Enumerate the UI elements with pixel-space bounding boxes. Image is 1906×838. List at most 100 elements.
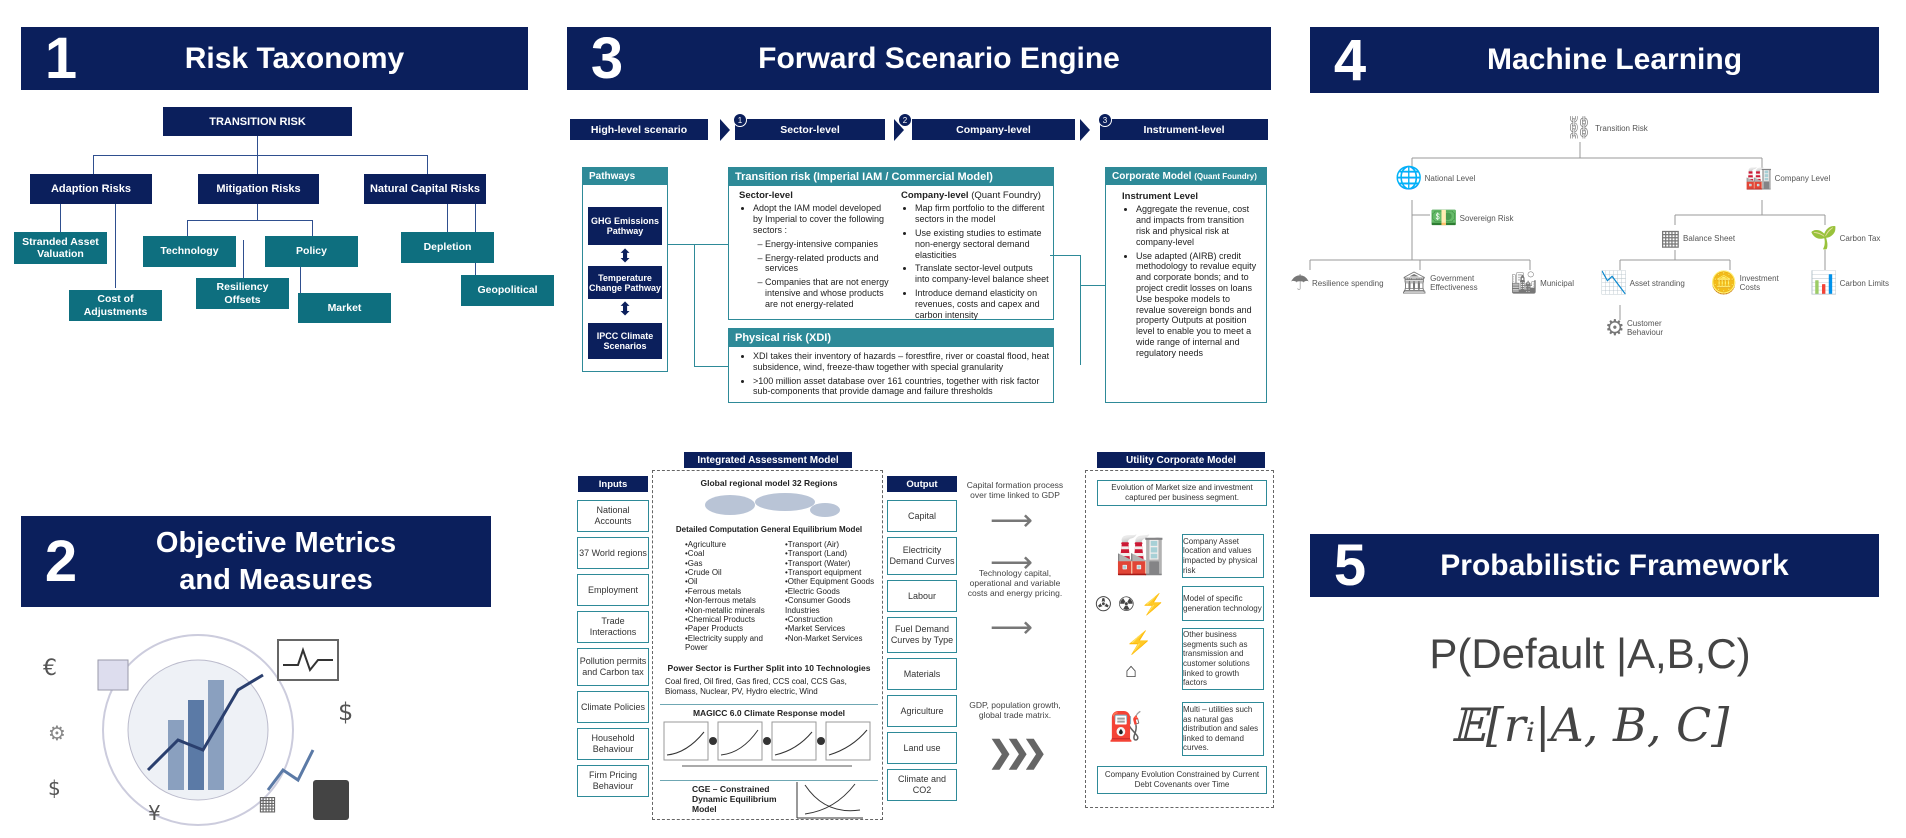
inputs-header: Inputs (578, 476, 648, 492)
panel2-title-line1: Objective Metrics (155, 527, 397, 560)
ml-node-balance: ▦ Balance Sheet (1660, 225, 1735, 251)
input-item: 37 World regions (577, 537, 649, 569)
panel1-header: 1 Risk Taxonomy (21, 26, 528, 91)
umbrella-icon: ☂ (1290, 270, 1310, 295)
company-level-sub: (Quant Foundry) (971, 190, 1041, 201)
tree-line (115, 203, 116, 288)
input-item: Climate Policies (577, 691, 649, 723)
magicc-title: MAGICC 6.0 Climate Response model (692, 708, 846, 718)
output-item: Climate and CO2 (887, 769, 957, 801)
global-model-title: Global regional model 32 Regions (700, 478, 838, 488)
connector-line (1050, 255, 1080, 256)
sector-item: •Chemical Products (685, 614, 755, 624)
double-arrow-icon: ⬍ (617, 299, 633, 319)
chart-down-icon: 📉 (1600, 270, 1628, 295)
sector-bullet: Adopt the IAM model developed by Imperia… (753, 203, 889, 235)
utility-title: Utility Corporate Model (1097, 452, 1265, 468)
physical-bullet: XDI takes their inventory of hazards – f… (753, 351, 1053, 373)
panel3-number: 3 (590, 26, 624, 91)
output-item: Agriculture (887, 695, 957, 727)
sector-item: •Electricity supply and Power (685, 633, 763, 652)
panel4-title: Machine Learning (1486, 43, 1743, 76)
pathway-ghg: GHG Emissions Pathway (588, 207, 662, 245)
step-instrument-level: Instrument-level (1100, 119, 1268, 140)
outputs-list: Capital Electricity Demand Curves Labour… (887, 500, 957, 801)
tree-node-natural-capital-risks: Natural Capital Risks (364, 174, 486, 204)
ml-tree-lines (1309, 142, 1826, 320)
magicc-charts (662, 720, 874, 770)
ml-node-asset-stranding: 📉 Asset stranding (1600, 270, 1690, 296)
section-divider (660, 780, 878, 781)
corporate-model-box: Corporate Model (Quant Foundry) Instrume… (1105, 167, 1267, 403)
mid-text-gdp: GDP, population growth, global trade mat… (969, 700, 1061, 721)
output-item: Labour (887, 580, 957, 612)
step-number-1: 1 (733, 113, 747, 127)
factory-icon: 🏭 (1745, 165, 1773, 190)
ml-label: Asset stranding (1629, 278, 1685, 288)
sector-item: •Crude Oil (685, 568, 722, 578)
sector-item: •Non-Market Services (785, 633, 863, 643)
ml-node-carbon-limits: 📊 Carbon Limits (1810, 270, 1889, 296)
svg-text:$: $ (338, 698, 353, 726)
sector-item: •Agriculture (685, 540, 727, 549)
tree-line (427, 155, 428, 175)
calculator-icon: ▦ (1660, 225, 1681, 250)
svg-text:¥: ¥ (148, 801, 161, 825)
right-arrow-icon: ⟶ (990, 546, 1034, 579)
metrics-illustration-svg: € $ ⚙ ▦ ¥ $ (43, 634, 353, 826)
metrics-illustration: € $ ⚙ ▦ ¥ $ (28, 620, 368, 830)
formula-probability-default: P(Default |A,B,C) (1429, 630, 1751, 677)
sector-item: •Transport (Water) (785, 558, 851, 568)
company-bullet: Introduce demand elasticity on revenues,… (915, 288, 1049, 320)
output-item: Capital (887, 500, 957, 532)
ml-node-investment: 🪙 Investment Costs (1710, 270, 1800, 296)
corporate-model-header: Corporate Model (1112, 171, 1192, 182)
tree-line (257, 135, 258, 155)
sector-item: •Coal (685, 549, 705, 559)
sector-item: •Non-metallic minerals (685, 605, 765, 615)
cge-title: Detailed Computation General Equilibrium… (675, 525, 863, 534)
sector-item: •Electric Goods (785, 586, 840, 596)
tree-leaf-technology: Technology (143, 236, 236, 267)
panel4-number: 4 (1333, 27, 1367, 93)
sector-item: •Consumer Goods Industries (785, 596, 851, 615)
ml-node-resilience: ☂ Resilience spending (1290, 270, 1390, 296)
ml-node-carbon-tax: 🌱 Carbon Tax (1810, 225, 1880, 251)
pathway-ipcc: IPCC Climate Scenarios (588, 323, 662, 359)
double-arrow-icon: ⬍ (617, 246, 633, 266)
money-icon: 💵 (1430, 205, 1458, 230)
connector-line (668, 244, 728, 245)
right-arrow-icon: ⟶ (990, 504, 1034, 537)
ml-node-transition-risk: ⛓ Transition Risk (1565, 115, 1648, 141)
physical-risk-header: Physical risk (XDI) (729, 329, 1053, 347)
panel2-title: Objective Metrics and Measures (101, 525, 491, 598)
tree-leaf-cost-of-adjustments: Cost of Adjustments (69, 290, 162, 321)
instrument-level-title: Instrument Level (1122, 191, 1199, 202)
tree-node-mitigation-risks: Mitigation Risks (198, 174, 319, 204)
ml-label: Government Effectiveness (1430, 274, 1478, 292)
chevron-arrows-icon: ❯❯❯ (988, 736, 1047, 769)
ml-tree: ⛓ Transition Risk 🌐 National Level 🏭 Com… (1290, 110, 1890, 360)
connector-line (1080, 255, 1081, 365)
ml-label: Customer Behaviour (1626, 319, 1663, 337)
ml-label: Municipal (1540, 278, 1574, 288)
cge-curve-chart (795, 780, 865, 820)
utility-bottom-box: Company Evolution Constrained by Current… (1097, 766, 1267, 794)
tree-leaf-depletion: Depletion (401, 232, 494, 263)
factory-icon: 🏭 (1115, 532, 1165, 576)
sector-item: •Other Equipment Goods (785, 577, 875, 587)
svg-text:$: $ (48, 776, 61, 800)
coins-icon: 🪙 (1710, 270, 1738, 295)
company-bullet: Translate sector-level outputs into comp… (915, 263, 1049, 285)
svg-text:▦: ▦ (258, 791, 277, 815)
panel1-title: Risk Taxonomy (184, 41, 405, 75)
sector-item: •Paper Products (685, 624, 743, 634)
tree-node-adaption-risks: Adaption Risks (30, 174, 152, 204)
sector-item: •Ferrous metals (685, 586, 742, 596)
section-divider (660, 704, 878, 705)
panel2-title-line2: and Measures (179, 563, 373, 596)
svg-text:⚙: ⚙ (48, 721, 66, 745)
sector-item: •Construction (785, 614, 833, 624)
tree-line (257, 155, 258, 175)
input-item: Employment (577, 574, 649, 606)
